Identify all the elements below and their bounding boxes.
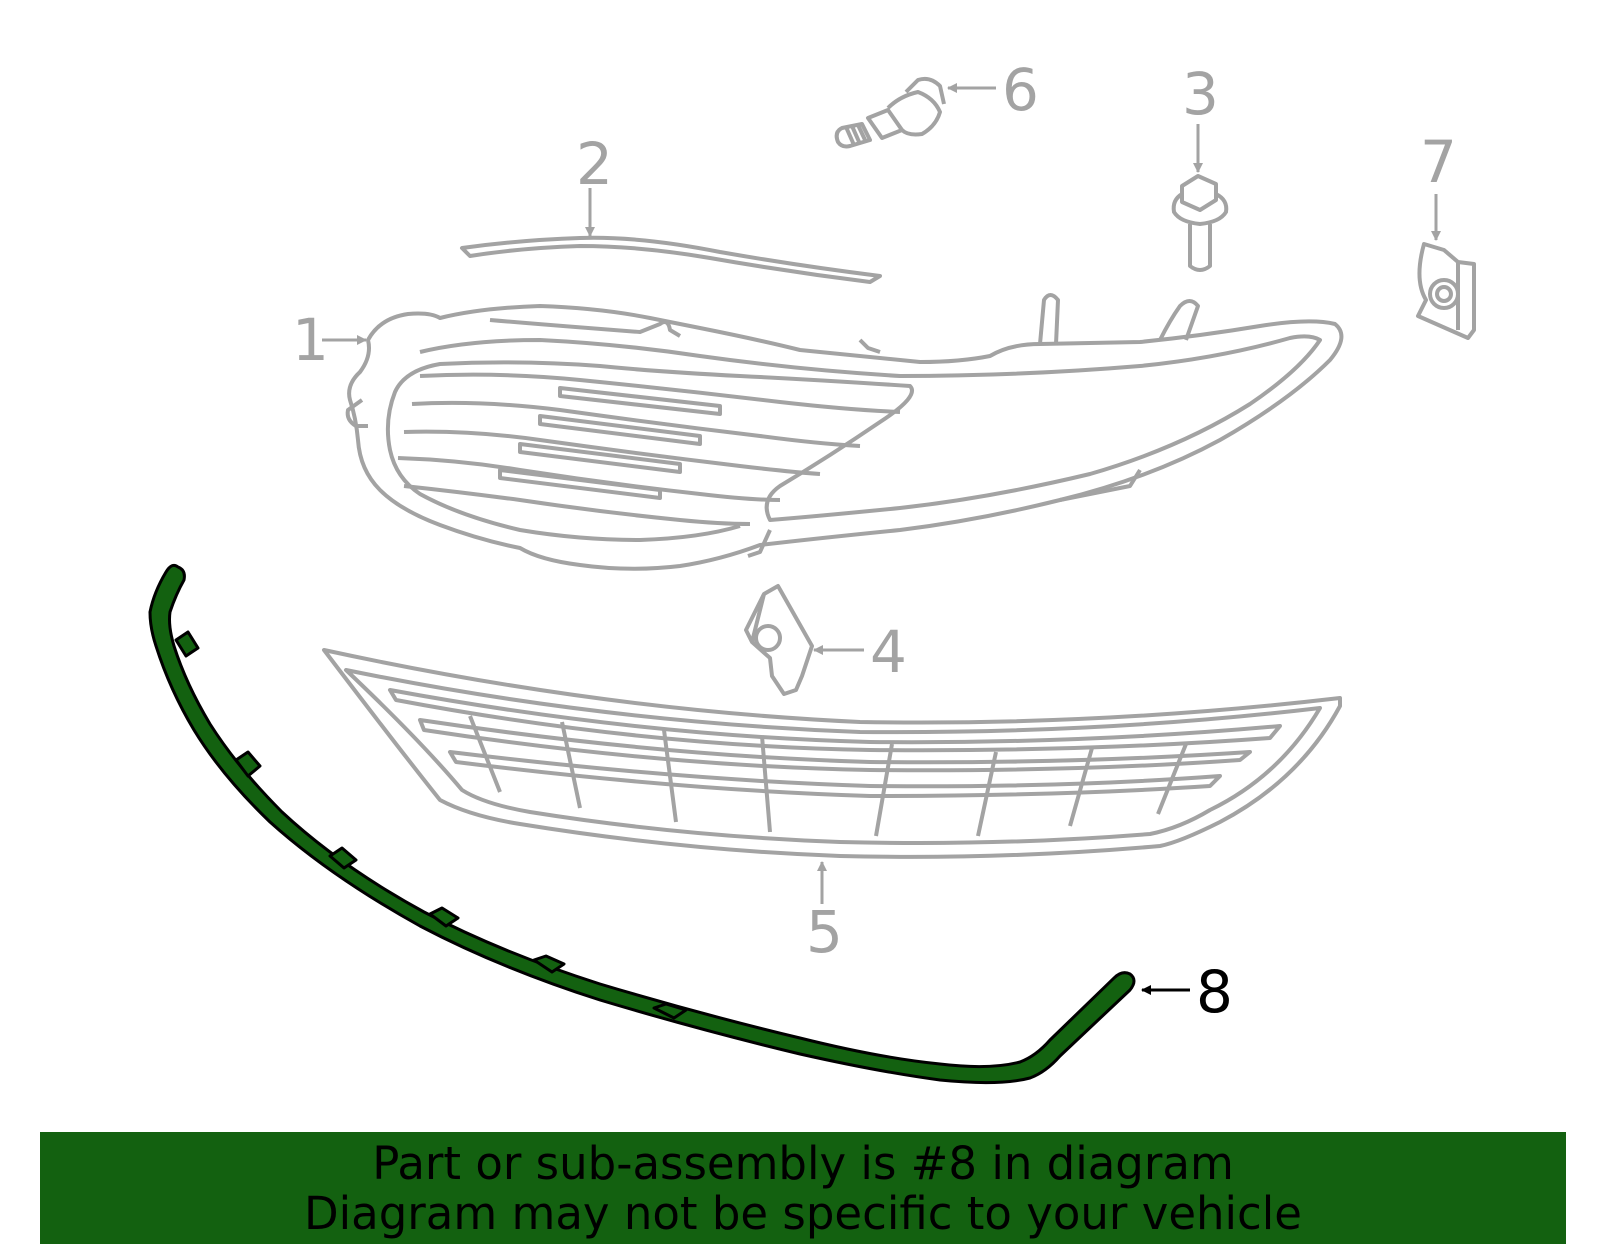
callout-6: 6 [1002, 56, 1039, 124]
callout-5: 5 [806, 898, 843, 966]
part-4-clip [744, 584, 814, 696]
part-6-bolt [834, 76, 946, 149]
callout-1: 1 [292, 306, 329, 374]
part-5-grille [322, 648, 1342, 859]
callout-8: 8 [1196, 958, 1233, 1026]
part-3-bolt [1171, 174, 1229, 272]
banner-line-1: Part or sub-assembly is #8 in diagram [372, 1137, 1234, 1190]
info-banner: Part or sub-assembly is #8 in diagram Di… [40, 1132, 1566, 1244]
callout-leaders [322, 83, 1441, 995]
part-1-headlamp-assembly [345, 293, 1344, 571]
callout-3: 3 [1182, 60, 1219, 128]
banner-line-2: Diagram may not be specific to your vehi… [304, 1187, 1302, 1240]
callout-4: 4 [870, 618, 907, 686]
part-7-clip [1416, 242, 1476, 340]
part-8-lower-molding [148, 563, 1136, 1085]
callout-7: 7 [1420, 128, 1457, 196]
part-2-seal-strip [460, 235, 882, 284]
callout-2: 2 [576, 130, 613, 198]
